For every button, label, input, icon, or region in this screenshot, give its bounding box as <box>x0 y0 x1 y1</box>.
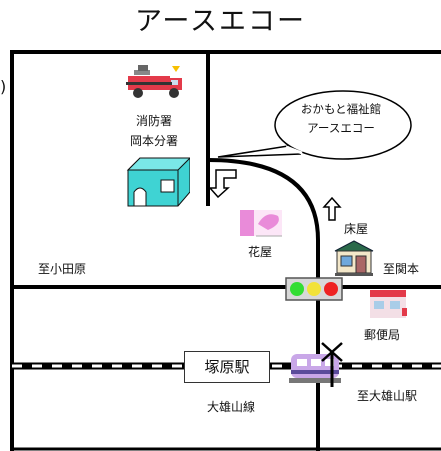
post-office-icon <box>370 290 407 318</box>
bubble-text: おかもと福祉館 アースエコー <box>286 100 396 138</box>
partial-left-mark: ) <box>0 77 7 96</box>
flower-shop-label: 花屋 <box>248 245 273 259</box>
train-icon <box>289 354 341 383</box>
barber-shop-icon <box>334 240 374 276</box>
barber-label: 床屋 <box>344 222 369 236</box>
to-odawara-label: 至小田原 <box>38 262 87 276</box>
up-arrow-icon <box>322 196 342 221</box>
traffic-light-icon <box>285 277 343 301</box>
railroad-crossing-icon <box>321 342 343 387</box>
tsukahara-station: 塚原駅 <box>184 351 270 383</box>
bubble-line-1: おかもと福祉館 <box>300 102 382 116</box>
to-daiyuzan-station-label: 至大雄山駅 <box>357 389 418 403</box>
post-office-label: 郵便局 <box>364 328 401 342</box>
daiyuzan-line-label: 大雄山線 <box>207 400 256 414</box>
fire-station-label-1: 消防署 <box>136 114 173 128</box>
flower-shop-icon <box>240 210 282 237</box>
bubble-line-2: アースエコー <box>307 121 375 135</box>
facility-building-icon <box>126 157 190 207</box>
road-curve <box>207 158 320 451</box>
map-title: アースエコー <box>134 6 307 37</box>
fire-station-label-2: 岡本分署 <box>130 134 179 148</box>
speech-bubble <box>217 90 412 160</box>
fire-truck-icon <box>126 65 182 98</box>
turn-arrow-icon <box>208 169 237 198</box>
to-sekimoto-label: 至関本 <box>383 262 420 276</box>
